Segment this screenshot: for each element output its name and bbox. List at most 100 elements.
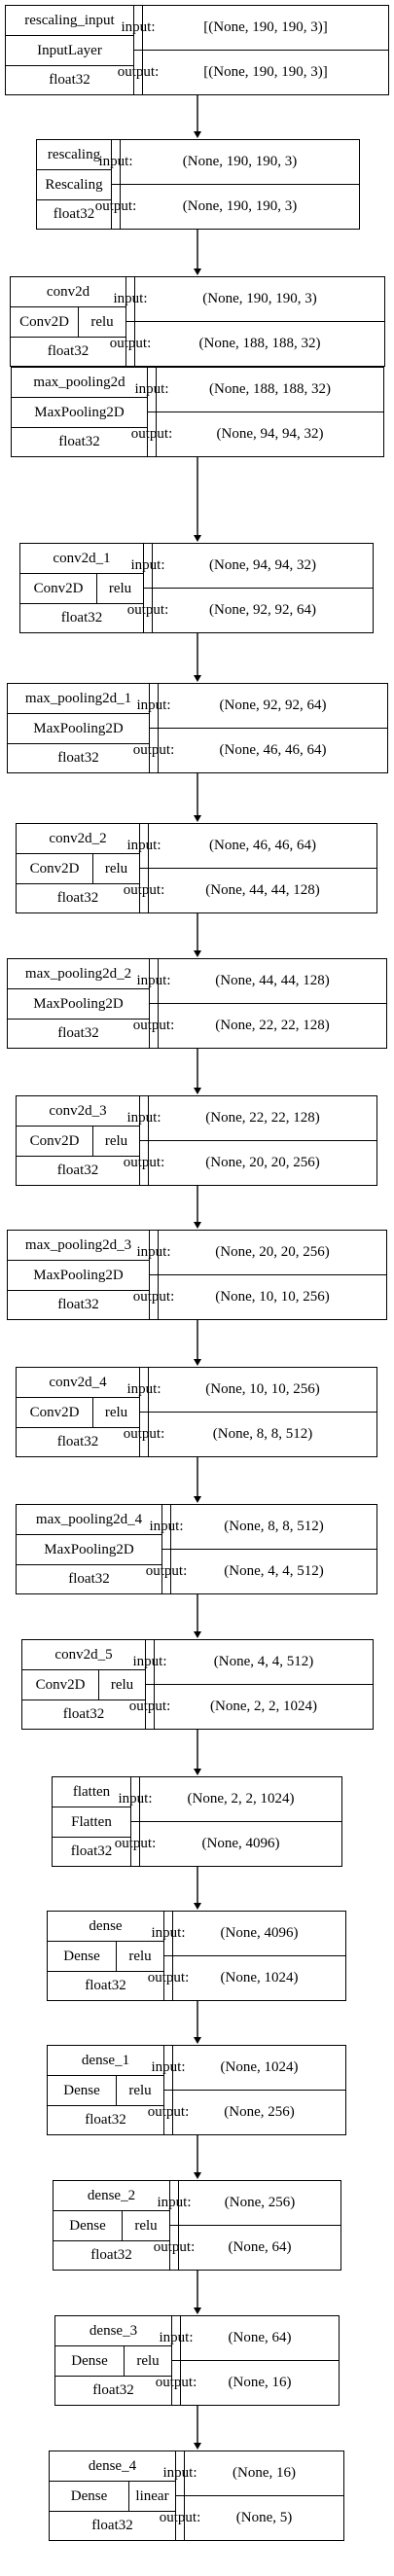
layer-class: MaxPooling2D: [8, 1261, 150, 1291]
output-label: output:: [110, 322, 151, 366]
output-label: output:: [127, 589, 168, 632]
output-label: output:: [133, 1275, 174, 1319]
layer-name: conv2d_2: [17, 824, 140, 854]
input-label: input:: [127, 1096, 161, 1141]
layer-dtype: float32: [17, 884, 140, 912]
layer-dtype: float32: [17, 1157, 140, 1185]
input-shape: (None, 8, 8, 512): [171, 1505, 376, 1550]
output-shape: (None, 44, 44, 128): [205, 882, 320, 898]
layer-name: conv2d_4: [17, 1368, 140, 1398]
layer-activation: relu: [93, 854, 140, 884]
output-label: output:: [115, 1822, 156, 1866]
input-shape: (None, 256): [179, 2181, 340, 2226]
connector-arrowhead: [194, 131, 201, 138]
layer-name: dense_3: [55, 2316, 172, 2346]
output-label: output:: [146, 1550, 187, 1593]
layer-class: Conv2D: [22, 1670, 99, 1700]
input-label: input:: [160, 2316, 194, 2361]
input-shape: (None, 46, 46, 64): [149, 824, 376, 869]
layer-class: Dense: [48, 2076, 117, 2106]
connector-arrowhead: [194, 1359, 201, 1366]
layer-activation: relu: [93, 1398, 140, 1428]
connector-arrowhead: [194, 1769, 201, 1775]
connector-arrowhead: [194, 535, 201, 542]
layer-dtype: float32: [17, 1565, 162, 1593]
output-shape: (None, 5): [235, 2510, 293, 2525]
output-label: output:: [124, 869, 164, 912]
layer-class: MaxPooling2D: [8, 714, 150, 744]
layer-name: rescaling_input: [6, 6, 134, 36]
input-label: input:: [163, 2451, 197, 2496]
input-shape: [(None, 190, 190, 3)]: [143, 6, 388, 51]
output-shape: (None, 46, 46, 64): [219, 742, 327, 758]
output-label: output:: [154, 2226, 195, 2270]
output-label: output:: [95, 185, 136, 229]
output-shape: (None, 2, 2, 1024): [210, 1699, 317, 1714]
input-label: input:: [137, 1231, 171, 1275]
layer-name: max_pooling2d_2: [8, 959, 150, 989]
input-shape: (None, 188, 188, 32): [157, 368, 383, 412]
input-label: input:: [127, 824, 161, 869]
input-shape: (None, 4, 4, 512): [155, 1640, 373, 1685]
input-label: input:: [127, 1368, 161, 1413]
input-label: input:: [135, 368, 169, 412]
output-label: output:: [148, 1956, 189, 2000]
layer-dtype: float32: [6, 66, 134, 94]
layer-class: Dense: [55, 2346, 125, 2377]
connector-arrowhead: [194, 1222, 201, 1229]
output-label: output:: [129, 1685, 170, 1729]
layer-name: dense: [48, 1912, 164, 1942]
connector-arrowhead: [194, 2037, 201, 2044]
output-label: output:: [124, 1413, 164, 1456]
layer-dtype: float32: [53, 1838, 131, 1866]
layer-activation: relu: [97, 574, 144, 604]
layer-dtype: float32: [11, 338, 126, 366]
input-shape: (None, 44, 44, 128): [159, 959, 386, 1004]
output-label: output:: [156, 2361, 197, 2405]
input-label: input:: [122, 6, 156, 51]
layer-name: max_pooling2d: [12, 368, 148, 398]
input-label: input:: [133, 1640, 167, 1685]
input-shape: (None, 92, 92, 64): [159, 684, 387, 729]
input-label: input:: [119, 1777, 153, 1822]
connector-arrowhead: [194, 950, 201, 957]
connector-arrowhead: [194, 1088, 201, 1094]
layer-dtype: float32: [50, 2512, 176, 2540]
connector-arrowhead: [194, 2443, 201, 2450]
layer-class: Dense: [50, 2482, 129, 2512]
input-label: input:: [99, 140, 133, 185]
output-shape: (None, 20, 20, 256): [205, 1155, 320, 1170]
output-label: output:: [133, 1004, 174, 1048]
layer-activation: relu: [125, 2346, 172, 2377]
connector-arrowhead: [194, 2172, 201, 2179]
input-shape: (None, 16): [185, 2451, 343, 2496]
output-shape: (None, 22, 22, 128): [215, 1018, 330, 1033]
layer-class: Conv2D: [11, 307, 79, 338]
layer-activation: relu: [79, 307, 126, 338]
layer-dtype: float32: [48, 1972, 164, 2000]
output-label: output:: [124, 1141, 164, 1185]
input-shape: (None, 20, 20, 256): [159, 1231, 386, 1275]
layer-activation: relu: [93, 1127, 140, 1157]
layer-name: conv2d_1: [20, 544, 144, 574]
input-label: input:: [150, 1505, 184, 1550]
connector-arrowhead: [194, 1496, 201, 1503]
layer-dtype: float32: [8, 1291, 150, 1319]
layer-name: dense_4: [50, 2451, 176, 2482]
connector-arrowhead: [194, 675, 201, 682]
output-shape: (None, 16): [228, 2375, 292, 2390]
input-shape: (None, 22, 22, 128): [149, 1096, 376, 1141]
layer-activation: relu: [117, 1942, 164, 1972]
layer-class: Flatten: [53, 1807, 131, 1838]
output-label: output:: [148, 2091, 189, 2134]
layer-dtype: float32: [22, 1700, 146, 1729]
layer-activation: linear: [129, 2482, 176, 2512]
